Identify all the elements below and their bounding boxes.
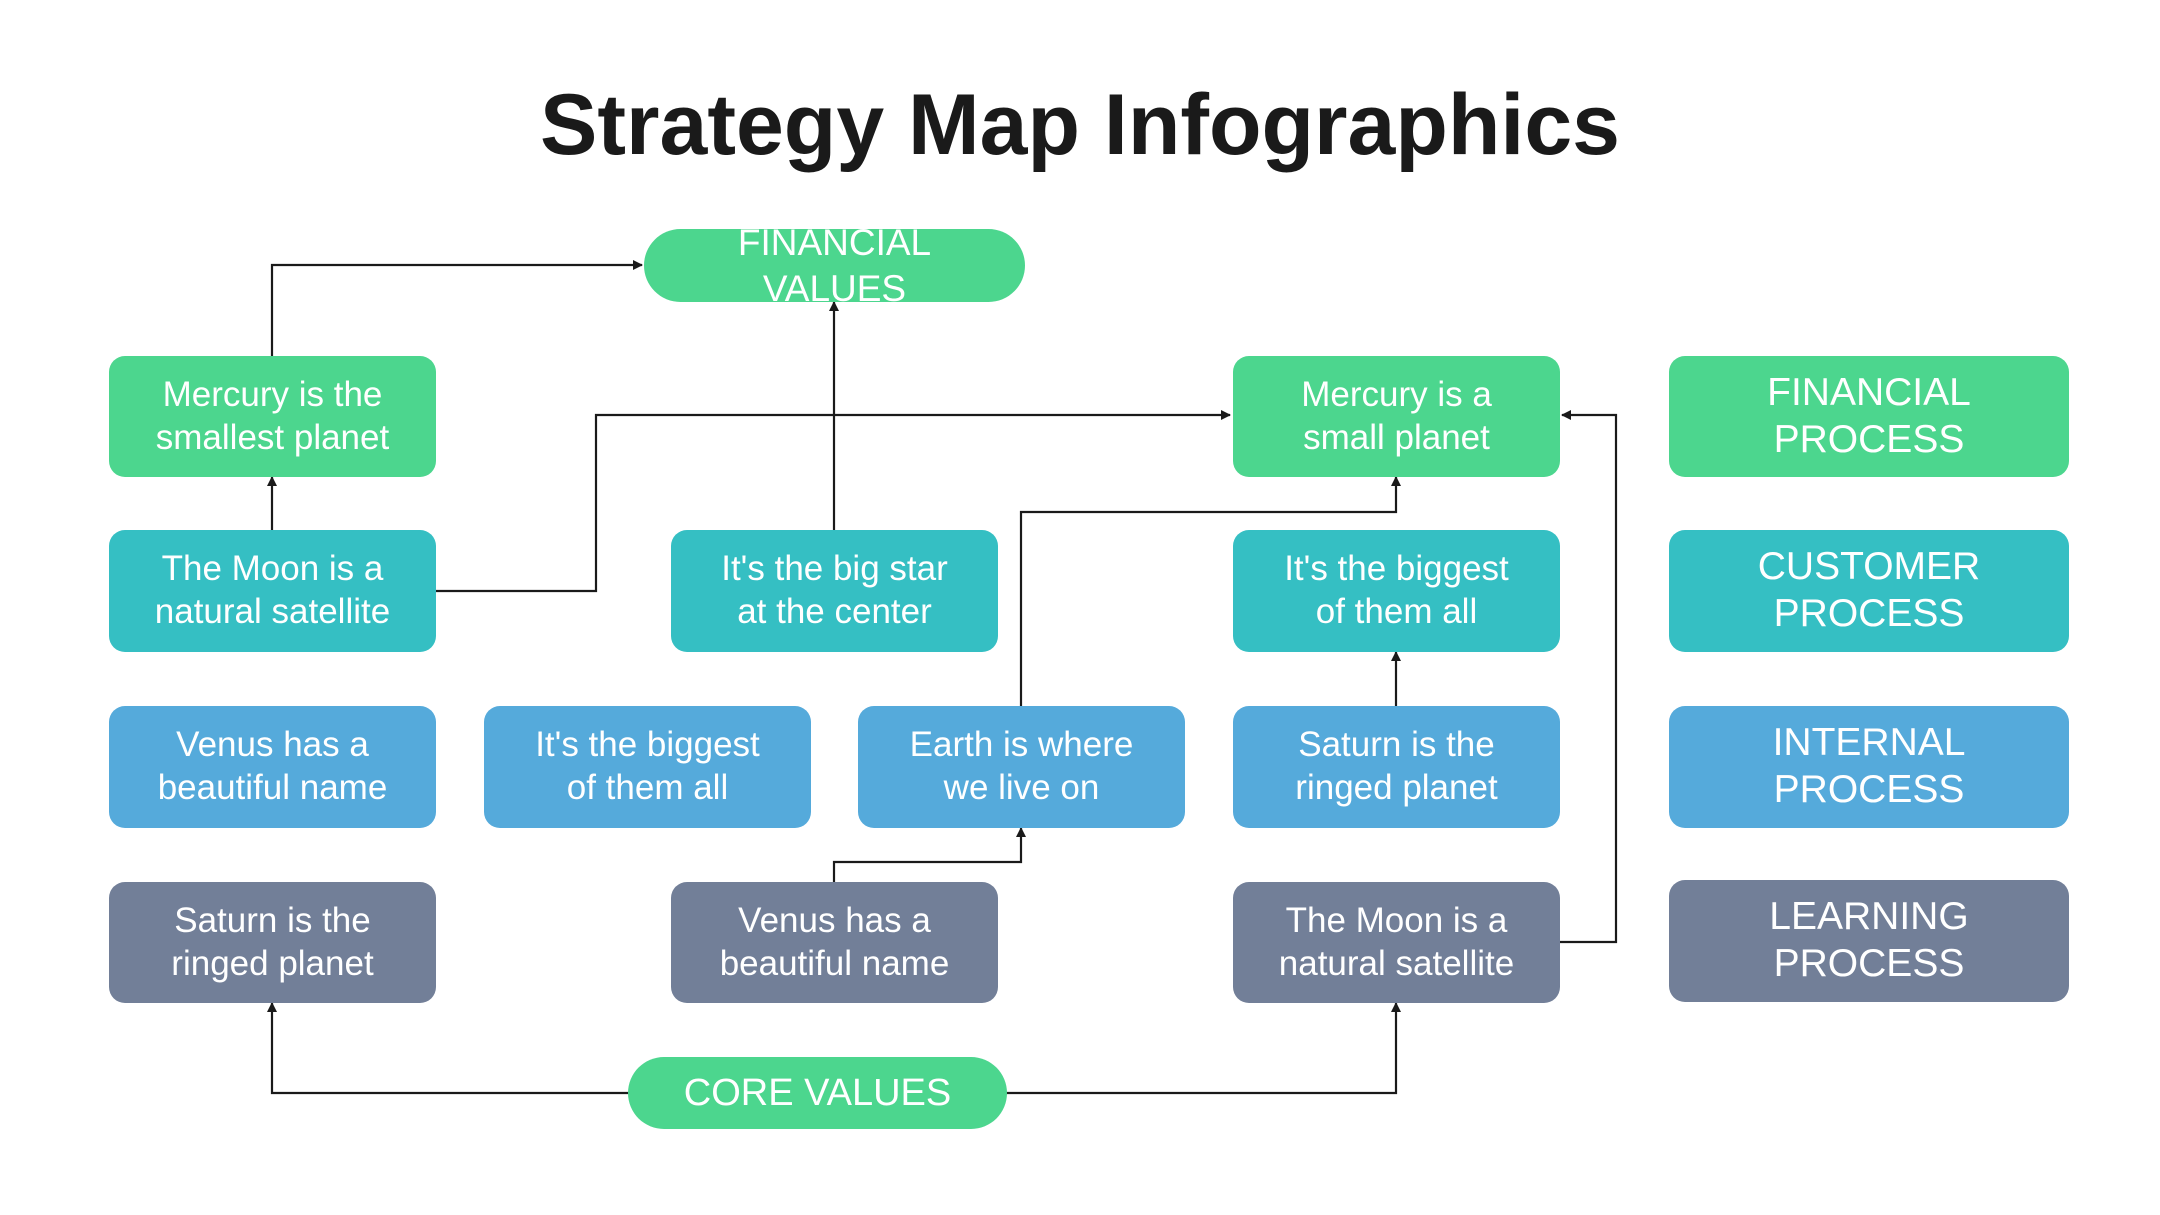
internal-node-2: It's the biggest of them all (484, 706, 811, 828)
customer-node-right: It's the biggest of them all (1233, 530, 1560, 652)
internal-node-1: Venus has a beautiful name (109, 706, 436, 828)
financial-node-left: Mercury is the smallest planet (109, 356, 436, 477)
learning-node-left: Saturn is the ringed planet (109, 882, 436, 1003)
page-title: Strategy Map Infographics (540, 77, 1620, 173)
arrow-core-to-learn-left (267, 1002, 630, 1095)
financial-values-pill: FINANCIAL VALUES (644, 229, 1025, 302)
legend-internal-process: INTERNAL PROCESS (1669, 706, 2069, 828)
core-values-pill: CORE VALUES (628, 1057, 1007, 1129)
arrow-learn-right-to-fin-right (1560, 410, 1618, 944)
learning-node-right: The Moon is a natural satellite (1233, 882, 1560, 1003)
financial-node-right: Mercury is a small planet (1233, 356, 1560, 477)
internal-node-3: Earth is where we live on (858, 706, 1185, 828)
arrow-cust-left-to-fin-right (436, 410, 1231, 593)
legend-financial-process: FINANCIAL PROCESS (1669, 356, 2069, 477)
customer-node-left: The Moon is a natural satellite (109, 530, 436, 652)
arrow-fin-left-to-financial-values (270, 260, 643, 356)
arrow-int3-to-fin-right (1019, 476, 1401, 706)
customer-node-center: It's the big star at the center (671, 530, 998, 652)
arrow-core-to-learn-right (1006, 1002, 1401, 1095)
internal-node-4: Saturn is the ringed planet (1233, 706, 1560, 828)
arrow-learn-center-to-int3 (832, 827, 1026, 882)
learning-node-center: Venus has a beautiful name (671, 882, 998, 1003)
legend-learning-process: LEARNING PROCESS (1669, 880, 2069, 1002)
legend-customer-process: CUSTOMER PROCESS (1669, 530, 2069, 652)
